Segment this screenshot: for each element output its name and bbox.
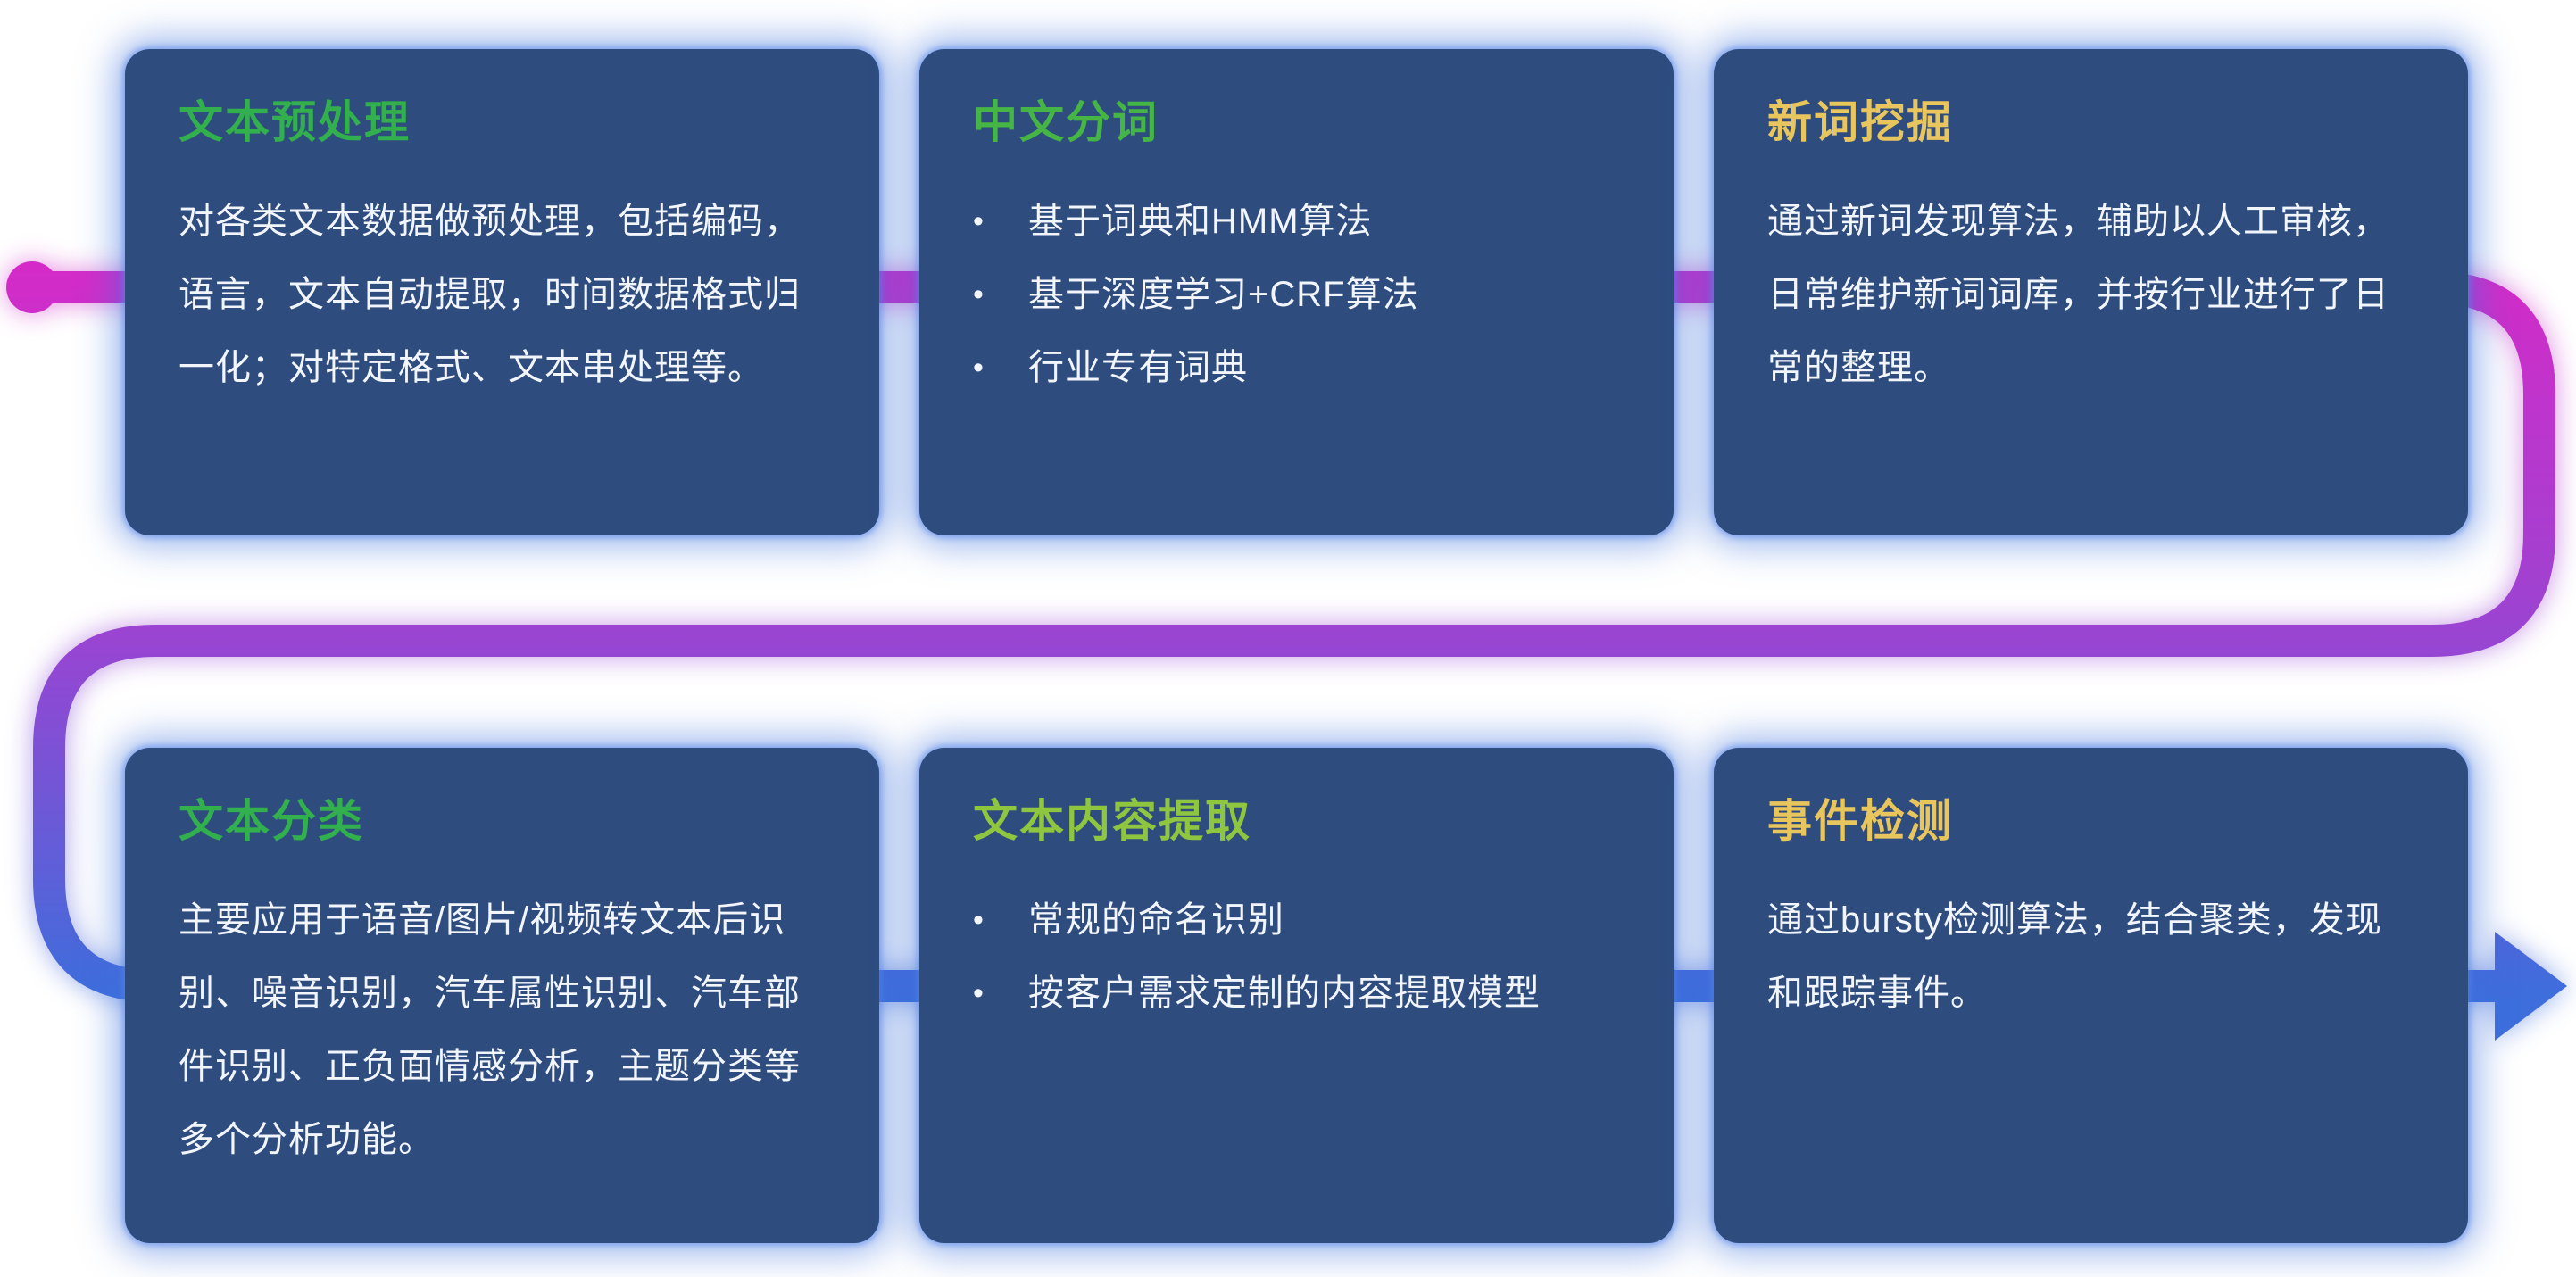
card-title-new-word-mining: 新词挖掘	[1767, 97, 1953, 147]
bullet-list: • 基于词典和HMM算法 • 基于深度学习+CRF算法 • 行业专有词典	[973, 185, 1620, 404]
card-title-text-content-extraction: 文本内容提取	[973, 796, 1251, 846]
bullet-item: • 基于词典和HMM算法	[973, 185, 1620, 258]
bullet-item: • 基于深度学习+CRF算法	[973, 258, 1620, 331]
bullet-text: 按客户需求定制的内容提取模型	[1028, 974, 1541, 1013]
bullet-text: 行业专有词典	[1028, 348, 1248, 387]
bullet-list: • 常规的命名识别 • 按客户需求定制的内容提取模型	[973, 883, 1620, 1030]
card-title-text-classification: 文本分类	[179, 796, 364, 846]
card-title-text-preprocessing: 文本预处理	[179, 97, 411, 147]
card-body-text-preprocessing: 对各类文本数据做预处理，包括编码，语言，文本自动提取，时间数据格式归一化；对特定…	[179, 202, 801, 387]
bullet-icon: •	[973, 204, 985, 238]
card-text-classification: 文本分类 主要应用于语音/图片/视频转文本后识别、噪音识别，汽车属性识别、汽车部…	[125, 748, 879, 1243]
bullet-icon: •	[973, 976, 985, 1010]
card-chinese-word-segmentation: 中文分词 • 基于词典和HMM算法 • 基于深度学习+CRF算法 • 行业专有词…	[919, 49, 1674, 535]
card-body-event-detection: 通过bursty检测算法，结合聚类，发现和跟踪事件。	[1767, 900, 2382, 1013]
card-title-chinese-word-segmentation: 中文分词	[973, 97, 1159, 147]
bullet-icon: •	[973, 903, 985, 937]
bullet-icon: •	[973, 351, 985, 385]
bullet-text: 基于词典和HMM算法	[1028, 202, 1373, 241]
bullet-item: • 按客户需求定制的内容提取模型	[973, 957, 1620, 1030]
pipeline-row-1: 文本预处理 对各类文本数据做预处理，包括编码，语言，文本自动提取，时间数据格式归…	[125, 49, 2468, 535]
bullet-text: 基于深度学习+CRF算法	[1028, 275, 1419, 314]
card-body-new-word-mining: 通过新词发现算法，辅助以人工审核，日常维护新词词库，并按行业进行了日常的整理。	[1767, 202, 2389, 387]
card-event-detection: 事件检测 通过bursty检测算法，结合聚类，发现和跟踪事件。	[1714, 748, 2468, 1243]
bullet-item: • 常规的命名识别	[973, 883, 1620, 957]
card-body-text-classification: 主要应用于语音/图片/视频转文本后识别、噪音识别，汽车属性识别、汽车部件识别、正…	[179, 900, 801, 1159]
card-new-word-mining: 新词挖掘 通过新词发现算法，辅助以人工审核，日常维护新词词库，并按行业进行了日常…	[1714, 49, 2468, 535]
card-title-event-detection: 事件检测	[1767, 796, 1953, 846]
pipeline-row-2: 文本分类 主要应用于语音/图片/视频转文本后识别、噪音识别，汽车属性识别、汽车部…	[125, 748, 2468, 1243]
card-text-content-extraction: 文本内容提取 • 常规的命名识别 • 按客户需求定制的内容提取模型	[919, 748, 1674, 1243]
bullet-item: • 行业专有词典	[973, 331, 1620, 404]
card-text-preprocessing: 文本预处理 对各类文本数据做预处理，包括编码，语言，文本自动提取，时间数据格式归…	[125, 49, 879, 535]
bullet-text: 常规的命名识别	[1028, 900, 1284, 940]
bullet-icon: •	[973, 278, 985, 311]
